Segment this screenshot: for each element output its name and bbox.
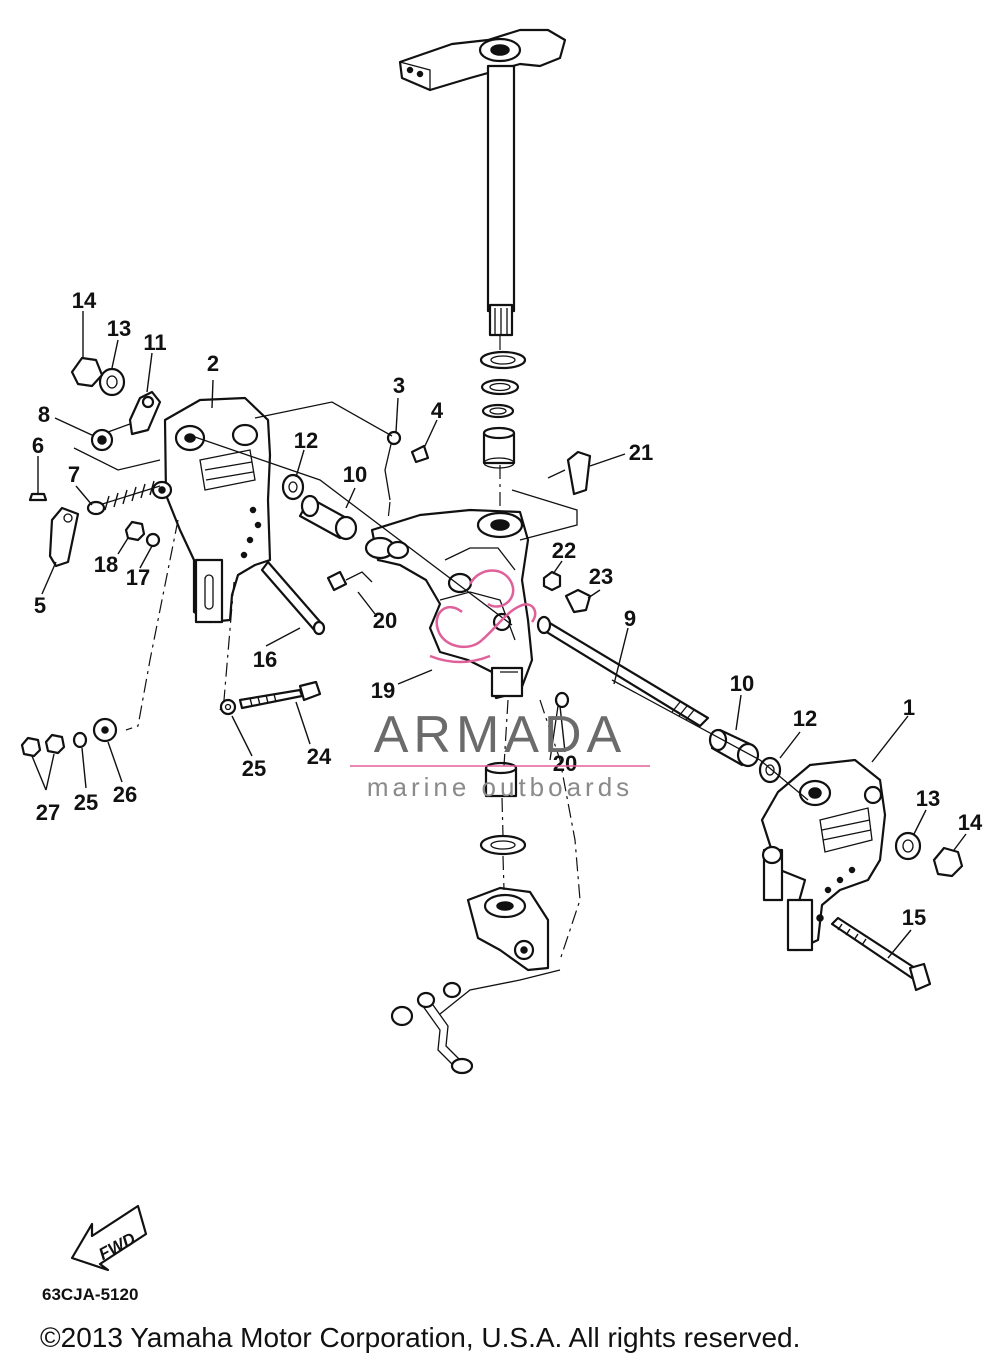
callout-19: 19 [371, 678, 395, 703]
fitting-20-upper [326, 570, 373, 592]
callout-numbers: 1 2 3 4 5 6 7 8 9 10 10 11 12 12 13 13 1… [32, 288, 983, 930]
pad-21 [566, 450, 592, 496]
link-plate-5 [48, 506, 80, 568]
bushing-left [298, 494, 358, 541]
callout-12-right: 12 [793, 706, 817, 731]
callout-25-lower: 25 [74, 790, 98, 815]
clamp-shaft [536, 615, 710, 728]
callout-13-left: 13 [107, 316, 131, 341]
callout-18: 18 [94, 552, 118, 577]
callout-3: 3 [393, 373, 405, 398]
cap-nut-14-left [70, 356, 104, 388]
drawing-code: 63CJA-5120 [42, 1285, 138, 1304]
callout-1: 1 [903, 695, 915, 720]
callout-14-right: 14 [958, 810, 983, 835]
bolt-15 [830, 916, 932, 992]
callout-20-lower: 20 [553, 751, 577, 776]
callout-16: 16 [253, 647, 277, 672]
callout-10-left: 10 [343, 462, 367, 487]
copyright-notice: ©2013 Yamaha Motor Corporation, U.S.A. A… [40, 1322, 800, 1353]
watermark-tagline: marine outboards [367, 772, 633, 802]
callout-8: 8 [38, 402, 50, 427]
steering-arm [398, 28, 567, 92]
callout-21: 21 [629, 440, 653, 465]
washer-25-upper [219, 698, 237, 716]
nuts-27 [20, 733, 66, 758]
callout-15: 15 [902, 905, 926, 930]
washer-25-lower [72, 731, 88, 749]
callout-9: 9 [624, 606, 636, 631]
ground-lead [390, 969, 561, 1075]
callout-27: 27 [36, 800, 60, 825]
callout-13-right: 13 [916, 786, 940, 811]
clamp-bracket-right [760, 758, 887, 952]
washer-12-right [758, 756, 782, 784]
callout-23: 23 [589, 564, 613, 589]
washer-26 [92, 717, 118, 743]
spring-7 [86, 480, 161, 516]
nut-22 [542, 570, 562, 592]
callout-6: 6 [32, 433, 44, 458]
steering-shaft [486, 64, 516, 337]
bolt-24 [238, 680, 322, 710]
callout-24: 24 [307, 744, 332, 769]
callout-14-left: 14 [72, 288, 97, 313]
clamp-bracket-left [151, 396, 272, 624]
washer-17 [145, 532, 161, 548]
watermark: ARMADA marine outboards [350, 569, 650, 802]
bushing-8 [90, 428, 114, 452]
fitting-20-lower [549, 691, 570, 761]
forward-arrow: FWD [70, 1204, 148, 1272]
lower-mount-housing [466, 886, 550, 972]
upper-washer-stack [479, 350, 527, 469]
washer-12-left [281, 473, 305, 501]
callout-10-right: 10 [730, 671, 754, 696]
nut-13-left [98, 367, 126, 397]
plate-11 [128, 390, 162, 436]
tube-16 [260, 560, 326, 636]
nut-18 [124, 520, 146, 542]
bolt-23 [564, 588, 592, 614]
callout-12-left: 12 [294, 428, 318, 453]
watermark-logo-mark [429, 569, 537, 664]
pin-6 [28, 492, 48, 502]
screw-4 [410, 444, 430, 464]
callout-5: 5 [34, 593, 46, 618]
callout-20-upper: 20 [373, 608, 397, 633]
callout-leaders [31, 311, 967, 959]
nut-13-right [894, 831, 922, 861]
callout-2: 2 [207, 351, 219, 376]
callout-22: 22 [552, 538, 576, 563]
cap-nut-14-right [932, 846, 964, 878]
callout-17: 17 [126, 565, 150, 590]
callout-25-upper: 25 [242, 756, 266, 781]
swivel-bracket [364, 508, 534, 700]
bushing-right [708, 728, 760, 768]
callout-26: 26 [113, 782, 137, 807]
assembly-lines [73, 336, 809, 961]
callout-11: 11 [143, 330, 166, 355]
callout-7: 7 [68, 462, 80, 487]
watermark-brand: ARMADA [374, 706, 626, 764]
callout-4: 4 [431, 398, 444, 423]
grease-nipple-3 [384, 430, 402, 501]
